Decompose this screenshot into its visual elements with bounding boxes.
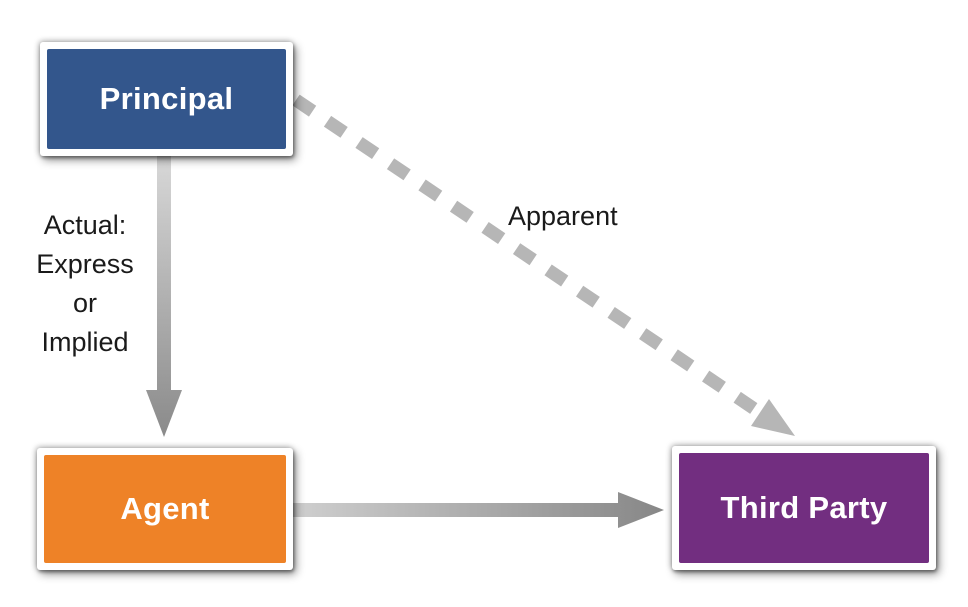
agent-node: Agent — [37, 448, 293, 570]
principal-node-fill: Principal — [47, 49, 286, 149]
apparent-edge-label: Apparent — [508, 201, 618, 231]
agent-node-fill: Agent — [44, 455, 286, 563]
actual-arrow — [146, 156, 182, 437]
agent-to-third-party-arrow — [293, 492, 664, 528]
third-party-node: Third Party — [672, 446, 936, 570]
principal-label: Principal — [99, 81, 234, 116]
agent-label: Agent — [120, 491, 210, 526]
third-party-label: Third Party — [720, 490, 888, 525]
apparent-arrow — [292, 94, 795, 436]
actual-edge-label: Actual: Express or Implied — [36, 210, 134, 357]
third-party-node-fill: Third Party — [679, 453, 929, 563]
principal-node: Principal — [40, 42, 293, 156]
